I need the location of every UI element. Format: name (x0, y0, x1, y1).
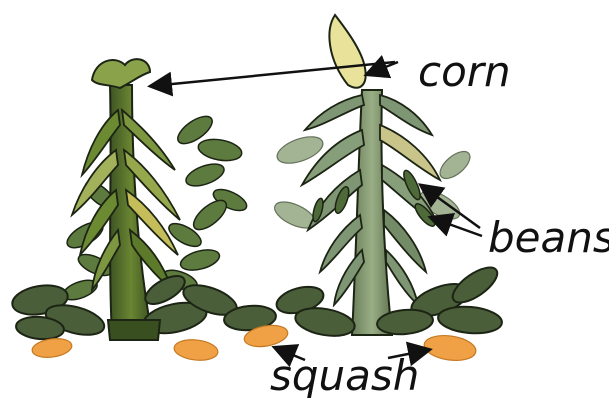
corn-label: corn (418, 47, 511, 96)
squash-label: squash (270, 351, 419, 398)
right-corn-tassel (329, 15, 365, 88)
beans-label: beans (488, 213, 609, 262)
right-squash-fruit (423, 332, 478, 363)
left-plant (10, 59, 289, 362)
left-corn-base (108, 320, 160, 340)
left-corn-tassel (92, 59, 150, 88)
